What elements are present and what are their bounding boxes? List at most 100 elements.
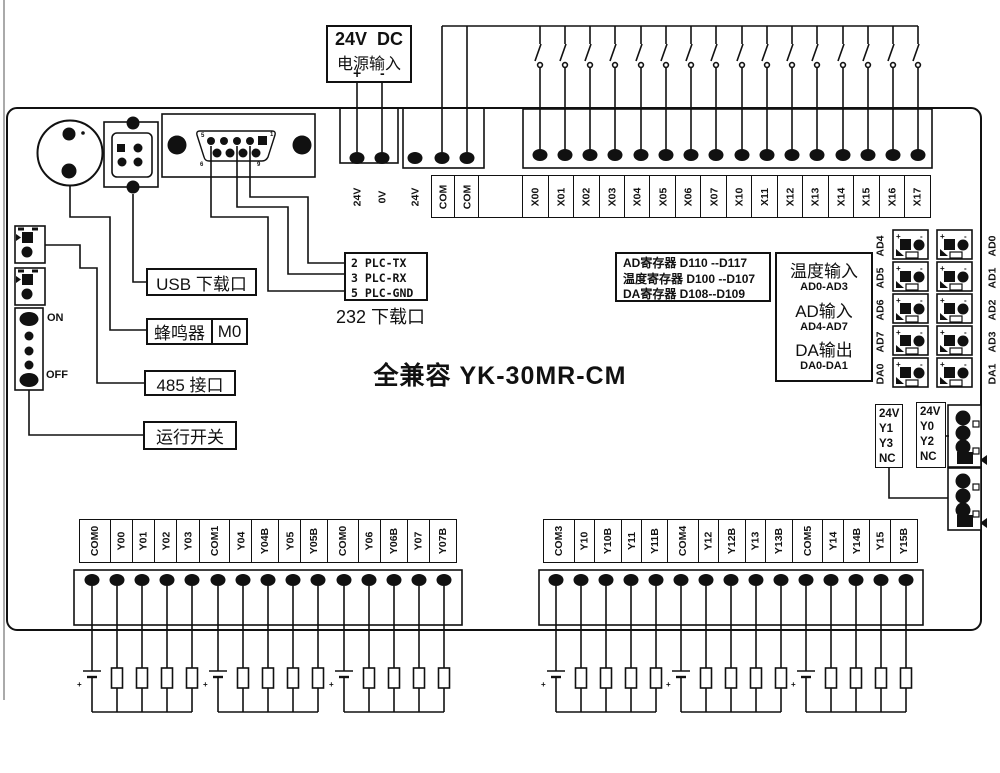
register-map-box: AD寄存器 D110 --D117 温度寄存器 D100 --D107 DA寄存… [615, 252, 771, 302]
power-terminal-box [339, 107, 399, 164]
db9-connector: 5 1 6 9 [161, 113, 316, 178]
output-label: Y06B [379, 519, 409, 563]
output-label: Y00 [109, 519, 134, 563]
terminal-label-com-1: COM [431, 175, 456, 218]
analog-io-ad-title: AD输入 [795, 301, 853, 321]
analog-io-temp-title: 温度输入 [790, 262, 858, 282]
terminal-label-blank [477, 175, 524, 218]
output-label: Y07B [428, 519, 458, 563]
analog-label-ad1: AD1 [986, 267, 999, 289]
input-label-x05: X05 [649, 175, 677, 218]
register-row-da: DA寄存器 D108--D109 [623, 287, 746, 301]
output-label: COM3 [543, 519, 576, 563]
output-label: Y12B [718, 519, 747, 563]
output-columns-left [75, 572, 453, 714]
power-minus: - [380, 65, 385, 81]
analog-terminal-blocks [892, 229, 973, 388]
run-switch-on-label: ON [47, 312, 64, 324]
serial-caption: 232 下载口 [336, 307, 426, 327]
analog-label-ad5: AD5 [874, 267, 887, 289]
power-line1: 24V DC [334, 29, 404, 49]
serial-row-gnd: 5 PLC-GND [351, 286, 414, 300]
output-label: COM4 [667, 519, 700, 563]
output-label: COM0 [326, 519, 360, 563]
input-switches [531, 25, 927, 162]
label-leader-wires [28, 186, 146, 436]
input-label-x16: X16 [878, 175, 906, 218]
output-label: COM1 [198, 519, 231, 563]
analog-label-ad7: AD7 [874, 331, 887, 353]
output-label: Y04 [229, 519, 254, 563]
analog-io-box: 温度输入 AD0-AD3 AD输入 AD4-AD7 DA输出 DA0-DA1 [775, 252, 873, 382]
serial-row-tx: 2 PLC-TX [351, 256, 407, 270]
input-common-bus [441, 25, 918, 152]
analog-label-ad4: AD4 [874, 235, 887, 257]
input-label-x12: X12 [776, 175, 804, 218]
input-label-x00: X00 [522, 175, 550, 218]
run-switch-off-label: OFF [46, 369, 68, 381]
input-label-x15: X15 [853, 175, 881, 218]
output-label: COM5 [791, 519, 825, 563]
analog-labels-left: AD4 AD5 AD6 AD7 DA0 [872, 230, 889, 390]
analog-label-ad2: AD2 [986, 299, 999, 321]
power-plus: + [353, 65, 362, 81]
analog-io-ad-range: AD4-AD7 [800, 320, 848, 333]
power-input-wires [356, 83, 383, 152]
buzzer-tag-label: M0 [211, 318, 248, 345]
power-line2: 电源输入 [336, 56, 401, 73]
top-terminal-dots [348, 151, 476, 165]
input-label-x04: X04 [624, 175, 652, 218]
run-switch-label: 运行开关 [143, 421, 237, 450]
analog-io-temp-range: AD0-AD3 [800, 281, 848, 294]
output-label: Y10B [594, 519, 623, 563]
output-label: Y11 [620, 519, 643, 563]
rs485-port-1 [14, 225, 46, 264]
input-label-x06: X06 [674, 175, 702, 218]
com-terminal-box [402, 107, 485, 169]
relay-legend-left: 24V Y1 Y3 NC [875, 404, 903, 468]
output-label: Y13 [744, 519, 767, 563]
output-label: Y01 [131, 519, 156, 563]
output-label: Y06 [357, 519, 382, 563]
buzzer-connector [36, 119, 104, 187]
db9-pin9-number: 9 [257, 162, 261, 168]
analog-label-ad6: AD6 [874, 299, 887, 321]
output-label: Y14 [822, 519, 845, 563]
output-label: Y15 [869, 519, 892, 563]
serial-row-rx: 3 PLC-RX [351, 271, 407, 285]
output-label: COM0 [79, 519, 112, 563]
db9-pin1-number: 1 [270, 132, 274, 138]
db9-pin6-number: 6 [200, 162, 204, 168]
input-label-x13: X13 [802, 175, 830, 218]
output-label-strip-right: COM3 Y10 Y10B Y11 Y11B COM4 Y12 Y12B Y13… [543, 519, 918, 563]
output-label: Y03 [176, 519, 201, 563]
serial-wires [210, 146, 344, 292]
input-label-x11: X11 [751, 175, 779, 218]
input-label-x17: X17 [904, 175, 932, 218]
output-label: Y05 [278, 519, 302, 563]
output-label: Y12 [697, 519, 720, 563]
output-columns-right [539, 572, 915, 714]
output-label: Y04B [251, 519, 280, 563]
input-label-strip: COM COM X00 X01 X02 X03 X04 X05 X06 X07 … [431, 175, 932, 218]
output-label: Y10 [573, 519, 596, 563]
input-label-x10: X10 [725, 175, 753, 218]
input-label-x01: X01 [547, 175, 575, 218]
rs485-port-2 [14, 267, 46, 306]
board-title: 全兼容 YK-30MR-CM [373, 362, 627, 390]
db9-pin5-number: 5 [201, 133, 205, 139]
analog-io-da-title: DA输出 [795, 340, 853, 360]
buzzer-label: 蜂鸣器 [146, 318, 213, 345]
terminal-label-24v-a: 24V [351, 187, 363, 206]
board-outline [6, 107, 982, 631]
serial-pin-box: 2 PLC-TX 3 PLC-RX 5 PLC-GND [344, 252, 428, 301]
output-label: Y02 [154, 519, 178, 563]
terminal-label-0v: 0V [376, 190, 388, 203]
analog-labels-right: AD0 AD1 AD2 AD3 DA1 [984, 230, 1000, 390]
analog-label-da1: DA1 [986, 363, 999, 385]
input-label-x14: X14 [827, 175, 855, 218]
run-switch [14, 307, 44, 391]
output-label: Y07 [406, 519, 431, 563]
input-terminal-box [522, 108, 933, 169]
relay-connector-upper [947, 404, 988, 468]
